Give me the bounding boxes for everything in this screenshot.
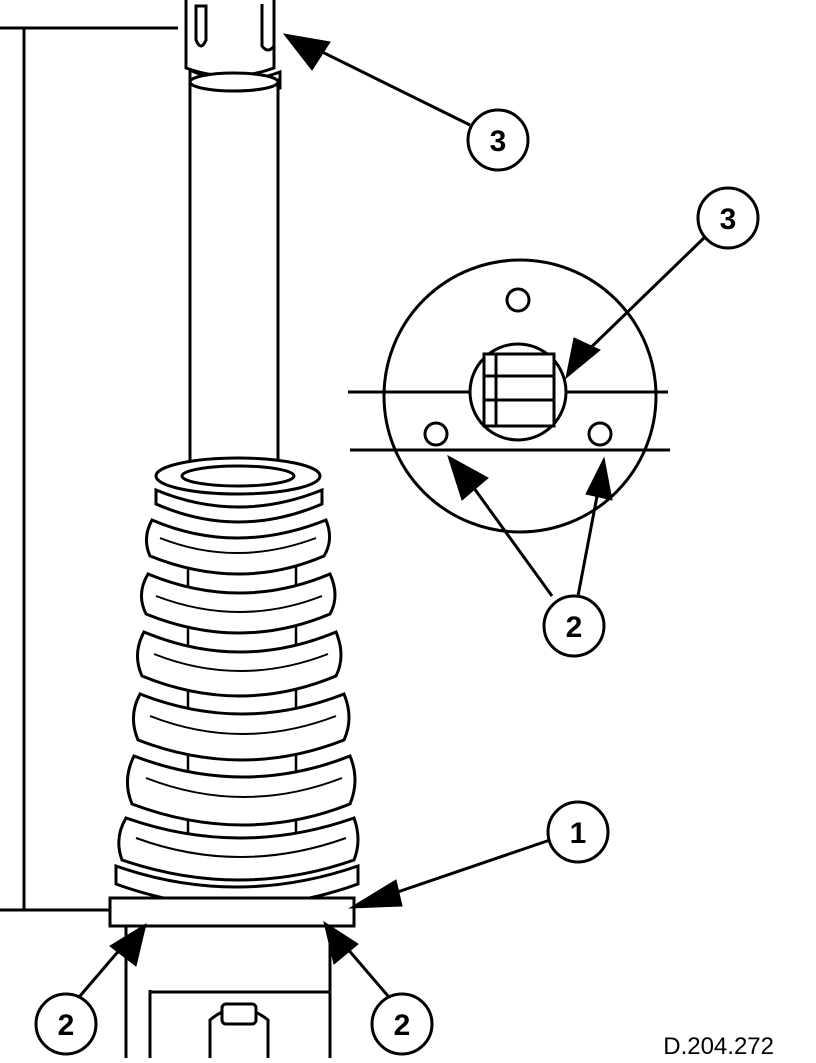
callout-1: 1 [546, 800, 610, 864]
coil-spring [108, 456, 360, 928]
figure-reference-code: D.204.272 [663, 1033, 774, 1058]
callout-2-bottom-left: 2 [34, 992, 98, 1056]
lower-housing [124, 926, 332, 1058]
damper-tube [188, 71, 280, 482]
svg-text:2: 2 [394, 1009, 411, 1042]
svg-text:1: 1 [570, 817, 587, 850]
dimension-bracket [0, 26, 178, 912]
callout-2-detail: 2 [542, 594, 606, 658]
svg-text:2: 2 [566, 611, 583, 644]
top-mount-detail [348, 258, 670, 534]
svg-text:3: 3 [720, 203, 737, 236]
svg-text:2: 2 [58, 1009, 75, 1042]
svg-text:3: 3 [490, 125, 507, 158]
callout-3-detail: 3 [696, 186, 760, 250]
arrowheads [109, 33, 613, 967]
callout-2-bottom-right: 2 [370, 992, 434, 1056]
callout-3-top: 3 [466, 108, 530, 172]
